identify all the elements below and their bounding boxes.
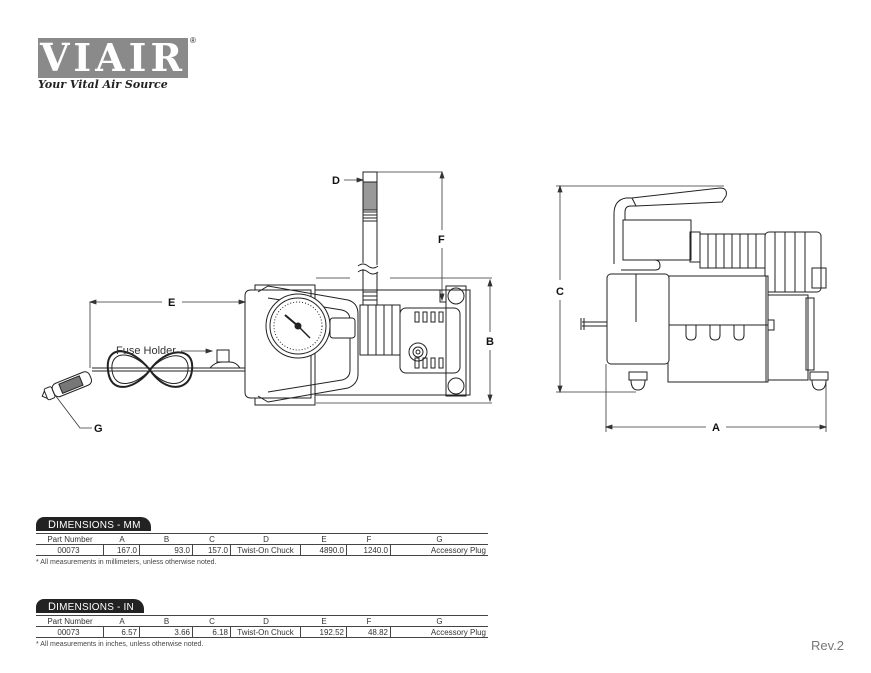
cell-b: 3.66 bbox=[140, 627, 193, 637]
col-header: C bbox=[209, 535, 215, 544]
front-view-compressor bbox=[244, 171, 471, 406]
col-header: G bbox=[436, 535, 443, 544]
dimensions-table-in: DIMENSIONS - IN Part Number A B C D E F … bbox=[36, 597, 488, 648]
table-row: 00073 6.57 3.66 6.18 Twist-On Chuck 192.… bbox=[36, 627, 488, 638]
logo-wordmark: VIAIR bbox=[39, 35, 187, 80]
table-title-in: DIMENSIONS - IN bbox=[36, 599, 144, 613]
col-header: G bbox=[436, 617, 443, 626]
cell-part-number: 00073 bbox=[36, 545, 104, 555]
cell-g: Accessory Plug bbox=[430, 546, 486, 555]
cell-c: 6.18 bbox=[193, 627, 231, 637]
cell-a: 167.0 bbox=[104, 545, 140, 555]
cell-a: 6.57 bbox=[104, 627, 140, 637]
dim-label-f: F bbox=[438, 234, 445, 246]
col-header: D bbox=[263, 617, 269, 626]
cell-e: 4890.0 bbox=[301, 545, 347, 555]
table-header-row: Part Number A B C D E F G bbox=[36, 616, 488, 627]
cell-d: Twist-On Chuck bbox=[231, 545, 301, 555]
table-note-in: * All measurements in inches, unless oth… bbox=[36, 641, 204, 648]
cell-d: Twist-On Chuck bbox=[231, 627, 301, 637]
cell-c: 157.0 bbox=[193, 545, 231, 555]
accessory-plug bbox=[41, 371, 93, 401]
cell-part-number: 00073 bbox=[36, 627, 104, 637]
col-header: Part Number bbox=[47, 617, 93, 626]
title-initial: D bbox=[48, 519, 57, 531]
table-title-mm: DIMENSIONS - MM bbox=[36, 517, 151, 531]
cell-f: 1240.0 bbox=[347, 545, 391, 555]
title-initial: D bbox=[48, 601, 57, 613]
cell-e: 192.52 bbox=[301, 627, 347, 637]
title-rest: IMENSIONS - IN bbox=[56, 602, 134, 613]
col-header: B bbox=[163, 617, 170, 626]
col-header: B bbox=[163, 535, 170, 544]
col-header: E bbox=[321, 535, 327, 544]
col-header: F bbox=[366, 535, 372, 544]
table-note-mm: * All measurements in millimeters, unles… bbox=[36, 559, 217, 566]
viair-logo: VIAIR ® Your Vital Air Source bbox=[38, 35, 198, 98]
col-header: A bbox=[119, 617, 125, 626]
power-cord bbox=[41, 349, 245, 401]
col-header: D bbox=[263, 535, 269, 544]
dim-label-g: G bbox=[94, 423, 103, 435]
col-header: C bbox=[209, 617, 215, 626]
col-header: E bbox=[321, 617, 327, 626]
col-header: F bbox=[366, 617, 372, 626]
title-rest: IMENSIONS - MM bbox=[56, 520, 141, 531]
col-header: A bbox=[119, 535, 125, 544]
fuse-holder-callout: Fuse Holder bbox=[116, 345, 176, 357]
registered-mark: ® bbox=[190, 36, 196, 45]
dimensions-table-mm: DIMENSIONS - MM Part Number A B C D E F … bbox=[36, 515, 488, 566]
logo-background bbox=[38, 38, 188, 78]
dim-label-b: B bbox=[486, 336, 494, 348]
dim-label-a: A bbox=[712, 422, 720, 434]
cell-f: 48.82 bbox=[347, 627, 391, 637]
side-view-compressor bbox=[580, 187, 829, 391]
cell-b: 93.0 bbox=[140, 545, 193, 555]
cell-g: Accessory Plug bbox=[430, 628, 486, 637]
revision-label: Rev.2 bbox=[811, 638, 844, 653]
col-header: Part Number bbox=[47, 535, 93, 544]
dim-label-e: E bbox=[168, 297, 175, 309]
front-dimension-lines bbox=[54, 170, 493, 429]
dim-label-c: C bbox=[556, 286, 564, 298]
side-dimension-lines bbox=[556, 184, 828, 432]
logo-tagline: Your Vital Air Source bbox=[38, 78, 168, 91]
dim-label-d: D bbox=[332, 175, 340, 187]
table-row: 00073 167.0 93.0 157.0 Twist-On Chuck 48… bbox=[36, 545, 488, 556]
table-header-row: Part Number A B C D E F G bbox=[36, 534, 488, 545]
